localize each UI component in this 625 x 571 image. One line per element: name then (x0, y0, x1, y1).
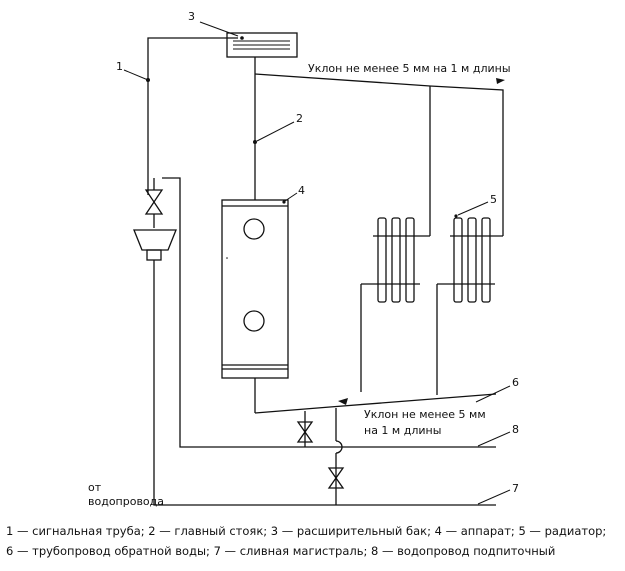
callout-leaders (123, 21, 511, 505)
callout-2: 2 (296, 112, 303, 125)
callout-5: 5 (490, 193, 497, 206)
funnel (133, 229, 177, 261)
callout-4: 4 (298, 184, 305, 197)
signal-pipe (146, 37, 238, 195)
slope-label-bottom-1: Уклон не менее 5 мм (364, 408, 486, 421)
callout-3: 3 (188, 10, 195, 23)
drain-connection (296, 408, 345, 505)
caption-line-1: 1 — сигнальная труба; 2 — главный стояк;… (6, 524, 607, 538)
supply-label-1: от (88, 481, 102, 494)
water-main-line (153, 260, 496, 506)
figure-caption: 1 — сигнальная труба; 2 — главный стояк;… (6, 521, 619, 561)
main-riser (253, 57, 257, 200)
caption-line-2: 6 — трубопровод обратной воды; 7 — сливн… (6, 544, 556, 558)
slope-label-bottom-2: на 1 м длины (364, 424, 441, 437)
supply-label-2: водопровода (88, 495, 164, 508)
overflow-line (162, 177, 496, 448)
slope-label-top: Уклон не менее 5 мм на 1 м длины (308, 62, 511, 75)
callout-1: 1 (116, 60, 123, 73)
radiator-left (360, 217, 430, 392)
callout-6: 6 (512, 376, 519, 389)
radiator-right (436, 214, 503, 395)
callout-8: 8 (512, 423, 519, 436)
supply-distribution (254, 73, 505, 236)
signal-pipe-valve (144, 178, 164, 228)
callout-7: 7 (512, 482, 519, 495)
apparatus (221, 199, 289, 379)
expansion-tank (226, 32, 298, 58)
return-line (254, 378, 497, 414)
